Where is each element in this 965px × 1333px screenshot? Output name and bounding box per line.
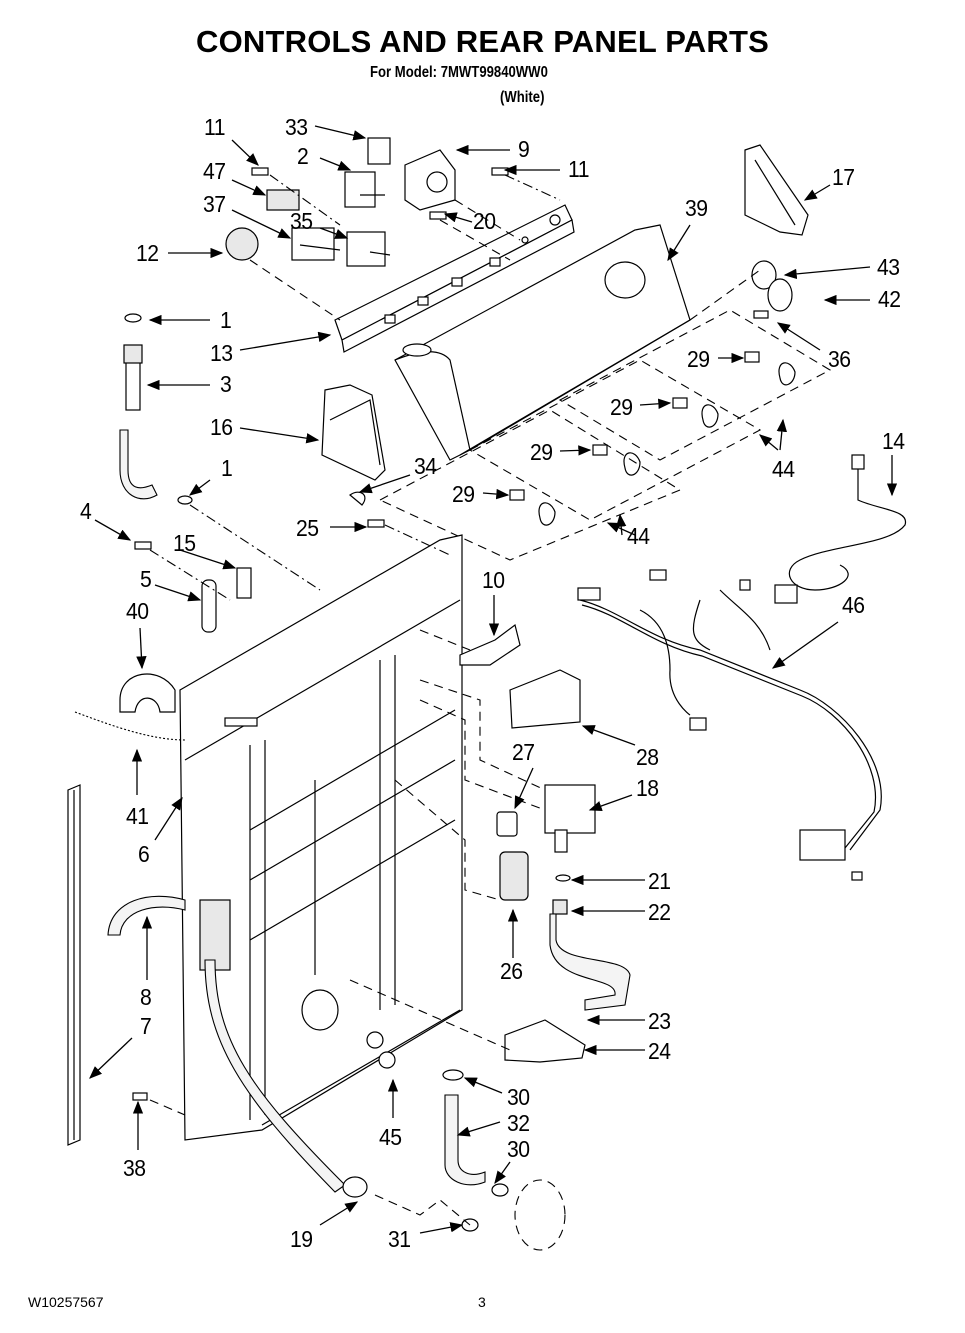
switch — [367, 137, 391, 165]
drain-hose-8 — [107, 895, 346, 1193]
callout-13-control-bracket: 13 — [210, 340, 233, 366]
screws-top — [132, 167, 769, 1101]
callout-12-pressure-switch: 12 — [136, 240, 159, 266]
model-color: (White) — [500, 89, 545, 106]
callout-41-ground-wire: 41 — [126, 803, 149, 829]
callout-4-screw: 4 — [80, 498, 92, 524]
callout-35-rotary-switch: 35 — [290, 208, 313, 234]
callout-30-clamp: 30 — [507, 1084, 530, 1110]
callout-40-cover: 40 — [126, 598, 149, 624]
callout-10-bracket: 10 — [482, 567, 505, 593]
knobs — [509, 260, 796, 526]
page-number: 3 — [478, 1294, 486, 1310]
cover-40 — [119, 673, 176, 713]
callout-44-knob-kit: 44 — [772, 456, 795, 482]
switch-bracket — [344, 171, 385, 208]
bracket-15 — [236, 567, 252, 599]
end-cap-left — [321, 384, 386, 481]
callout-11-screw: 11 — [204, 114, 226, 140]
hose-fitting — [119, 313, 193, 505]
callout-18-water-valve: 18 — [636, 775, 659, 801]
wire-harness-46 — [577, 569, 882, 881]
side-trim — [67, 784, 81, 1146]
callout-3-hose-fitting: 3 — [220, 371, 232, 397]
callout-27-capacitor: 27 — [512, 739, 535, 765]
plug-45 — [366, 1031, 396, 1069]
callout-38-screw: 38 — [123, 1155, 146, 1181]
diagram-title: CONTROLS AND REAR PANEL PARTS — [195, 24, 769, 59]
callout-43-knob-base: 43 — [877, 254, 900, 280]
callout-44-knob-kit: 44 — [627, 523, 650, 549]
inlet-bracket-24 — [504, 1019, 586, 1063]
callout-37-selector-switch: 37 — [203, 191, 226, 217]
callout-45-plug: 45 — [379, 1124, 402, 1150]
pressure-switch — [225, 227, 259, 261]
callout-5-strap: 5 — [140, 566, 152, 592]
callout-39-console: 39 — [685, 195, 708, 221]
callout-17-end-cap: 17 — [832, 164, 855, 190]
callout-15-bracket: 15 — [173, 530, 196, 556]
inlet-hose — [549, 874, 631, 1011]
callout-26-pump: 26 — [500, 958, 523, 984]
callout-arrows — [89, 125, 898, 1234]
pump-26 — [499, 851, 529, 901]
callout-30-clamp-lower: 30 — [507, 1136, 530, 1162]
callout-8-drain-hose: 8 — [140, 984, 152, 1010]
dashed-leader-lines — [149, 174, 761, 1226]
callout-36-screw: 36 — [828, 346, 851, 372]
callout-6-rear-panel: 6 — [138, 841, 150, 867]
callout-29-knob-insert: 29 — [530, 439, 553, 465]
callout-28-shield: 28 — [636, 744, 659, 770]
callout-29-knob-insert: 29 — [452, 481, 475, 507]
callout-31-clamp: 31 — [388, 1226, 411, 1252]
console-panel — [394, 224, 691, 461]
capacitor-27 — [496, 811, 518, 837]
callout-23-clamp: 23 — [648, 1008, 671, 1034]
drain-hose-32 — [342, 1069, 566, 1251]
clip-34 — [349, 491, 366, 506]
callout-42-knob: 42 — [878, 286, 901, 312]
callout-34-clip: 34 — [414, 453, 437, 479]
callout-29-knob-insert: 29 — [687, 346, 710, 372]
callout-1-washer-lower: 1 — [221, 455, 233, 481]
callout-11-screw-right: 11 — [568, 156, 590, 182]
rear-panel — [179, 534, 463, 1141]
timer — [404, 149, 456, 211]
power-cord-14 — [774, 454, 907, 604]
end-cap-right — [744, 144, 809, 236]
callout-9-timer: 9 — [518, 136, 530, 162]
relay — [266, 189, 300, 211]
callout-19-clamp: 19 — [290, 1226, 313, 1252]
callout-47-relay: 47 — [203, 158, 226, 184]
callout-22-hose: 22 — [648, 899, 671, 925]
model-number: For Model: 7MWT99840WW0 — [370, 64, 548, 81]
callout-33-switch: 33 — [285, 114, 308, 140]
callout-20-screw: 20 — [473, 208, 496, 234]
document-number: W10257567 — [28, 1294, 104, 1310]
shield-28 — [509, 669, 581, 729]
water-valve-18 — [544, 784, 596, 853]
rotary-switch — [346, 231, 391, 267]
callout-16-end-cap: 16 — [210, 414, 233, 440]
bracket-10 — [459, 623, 521, 666]
strap — [201, 579, 217, 633]
callout-1-washer: 1 — [220, 307, 232, 333]
callout-32-drain-hose: 32 — [507, 1110, 530, 1136]
control-bracket — [334, 204, 575, 353]
callout-7-side-trim: 7 — [140, 1013, 152, 1039]
knob-kit-outlines — [378, 309, 832, 561]
callout-2-switch-bracket: 2 — [297, 143, 309, 169]
selector-switch — [291, 227, 341, 261]
callout-21-clamp: 21 — [648, 868, 671, 894]
callout-24-inlet-bracket: 24 — [648, 1038, 671, 1064]
ground-wire — [74, 711, 186, 741]
callout-25-screw: 25 — [296, 515, 319, 541]
callout-14-power-cord: 14 — [882, 428, 905, 454]
callout-46-wire-harness: 46 — [842, 592, 865, 618]
callout-29-knob-insert: 29 — [610, 394, 633, 420]
